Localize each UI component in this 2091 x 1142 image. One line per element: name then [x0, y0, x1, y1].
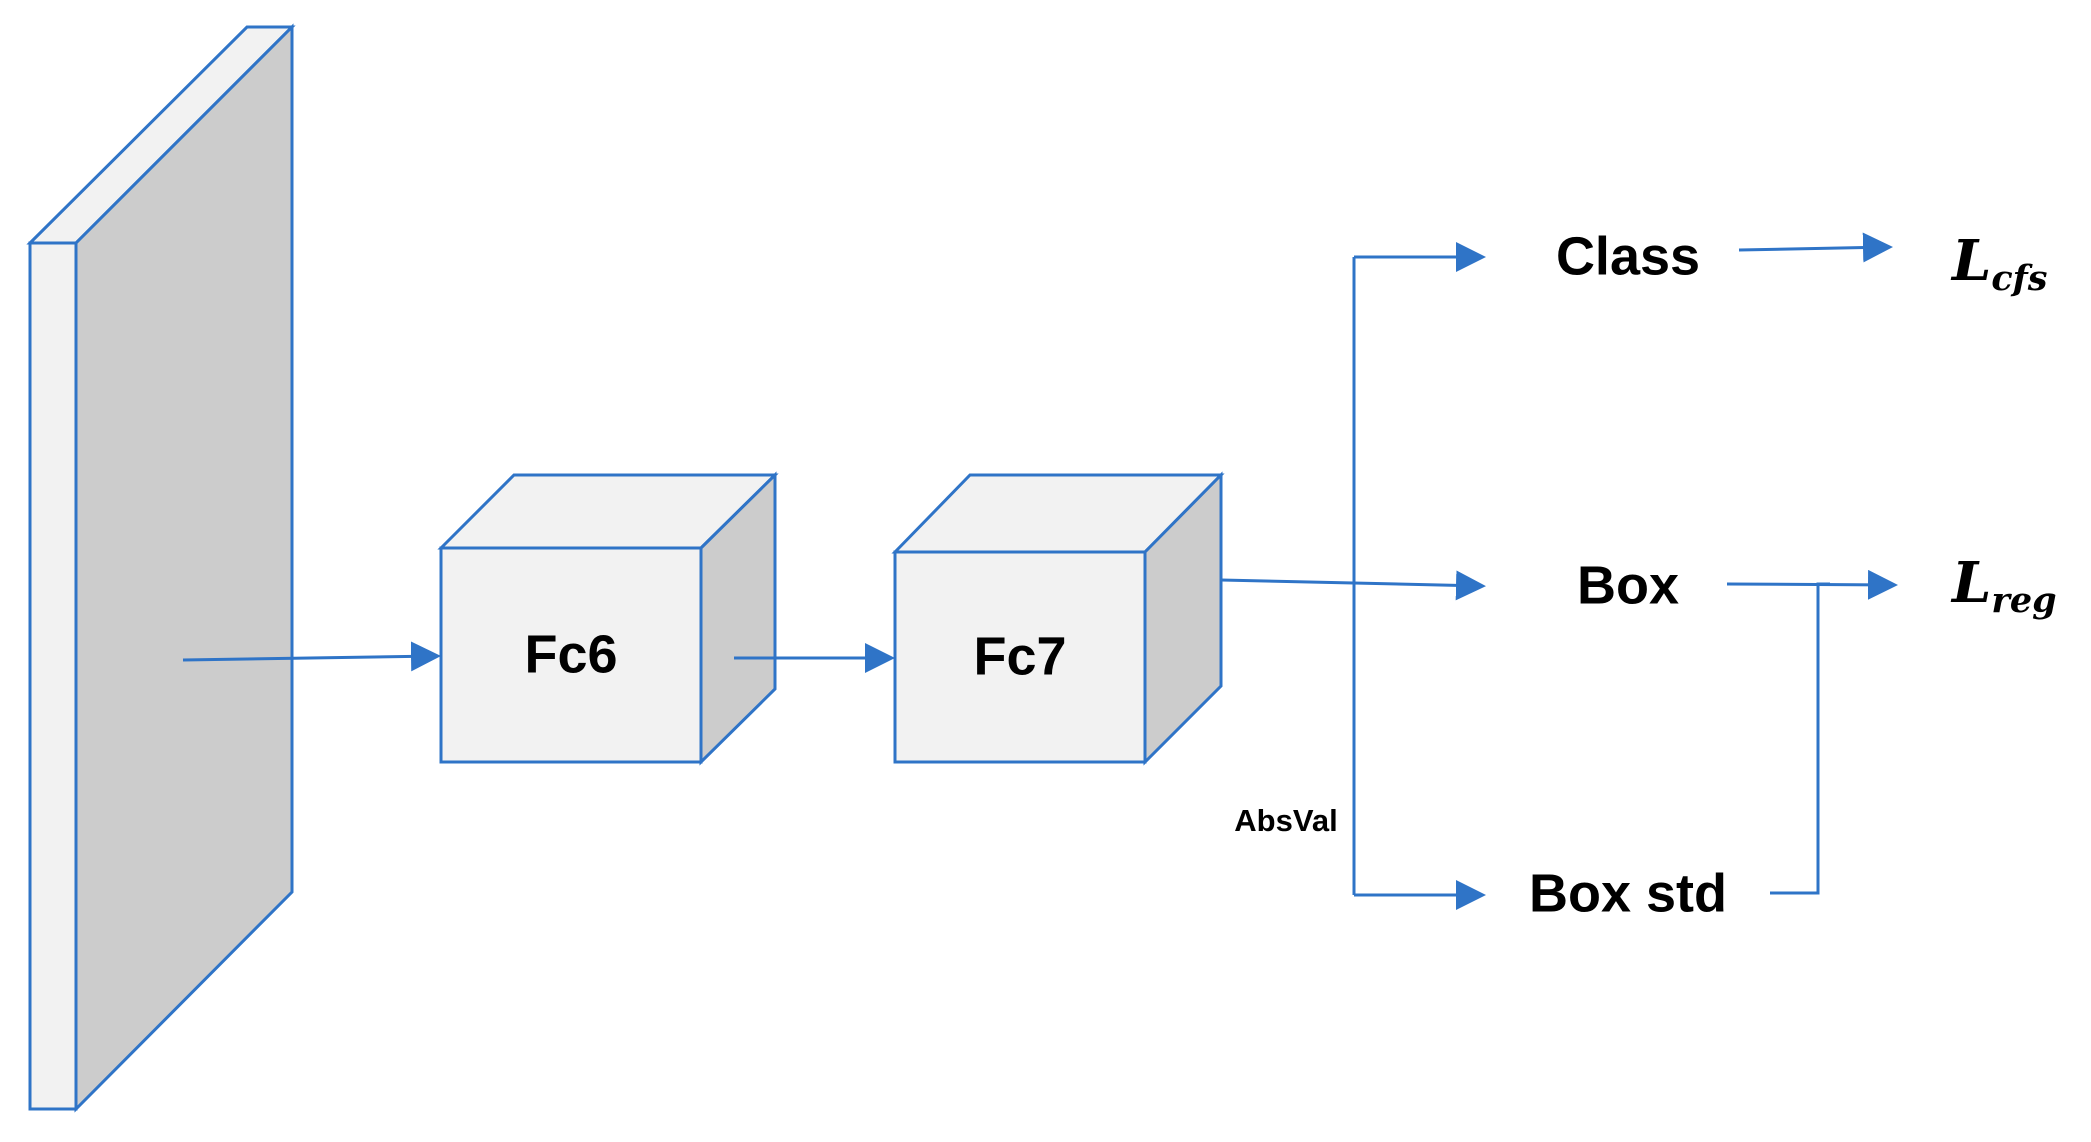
arrow-feature-to-fc6 [182, 641, 441, 672]
fc7-front-face [893, 550, 1147, 764]
fc6-block: Fc6 [437, 471, 779, 766]
absval-label: AbsVal [1234, 803, 1337, 838]
arrow-class-to-cls-loss [1738, 232, 1893, 263]
connector-box-std-to-reg-loss [1770, 582, 1830, 895]
feature-map-slab [26, 23, 296, 1113]
feature-map-front-face [28, 241, 78, 1111]
regression-loss-symbol: L [1950, 550, 1991, 616]
regression-loss-label: Lreg [1950, 550, 2057, 621]
arrow-fc7-to-box [1220, 570, 1486, 601]
fc7-label: Fc7 [973, 626, 1066, 686]
classification-loss-symbol: L [1950, 228, 1991, 294]
class-output-label: Class [1556, 226, 1700, 286]
fc6-label: Fc6 [524, 624, 617, 684]
classification-loss-subscript: cfs [1991, 258, 2047, 299]
fc7-block: Fc7 [891, 471, 1225, 766]
classification-loss-label: Lcfs [1950, 228, 2047, 299]
feature-map-side-face [74, 23, 294, 1113]
arrow-box-to-reg-loss [1726, 569, 1898, 600]
regression-loss-subscript: reg [1991, 580, 2056, 621]
box-std-output-label: Box std [1529, 863, 1727, 923]
box-output-label: Box [1577, 555, 1679, 615]
fc6-front-face [439, 546, 703, 764]
